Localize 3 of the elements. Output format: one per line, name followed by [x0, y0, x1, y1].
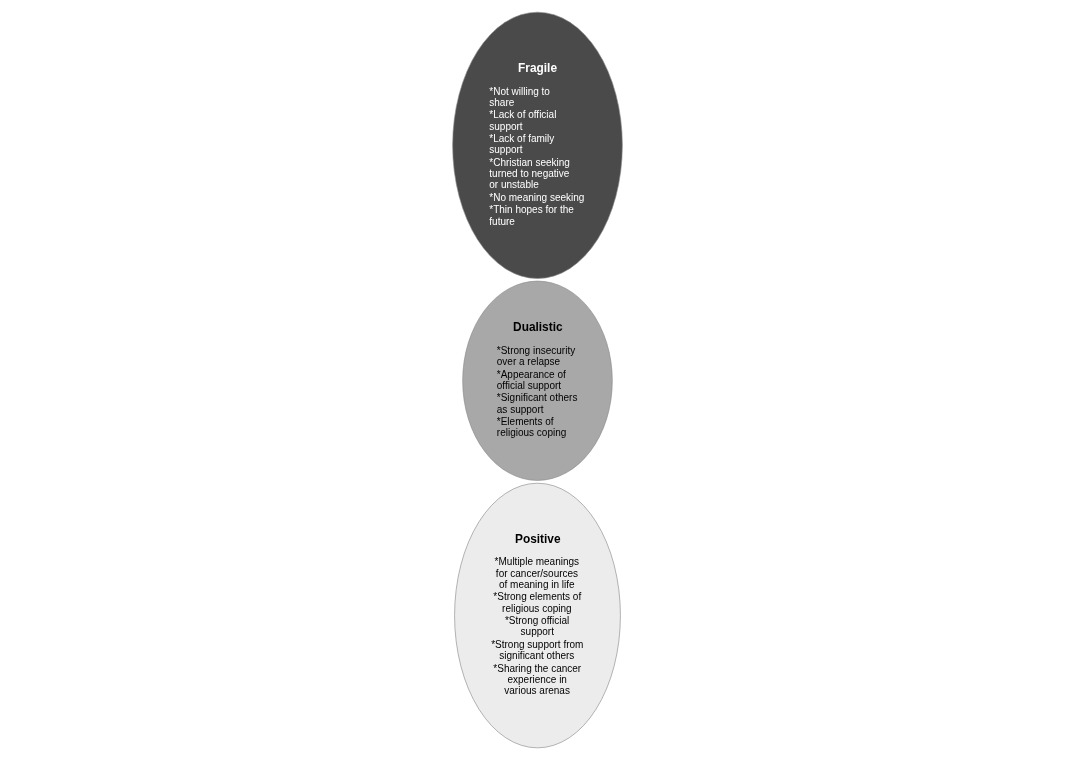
node-ellipse: Positive *Multiple meanings for cancer/sources of meaning in life *Strong elements of religious coping *Strong official support *Strong support from significant others *Sharing the cancer experience in various arenas — [453, 482, 621, 749]
node-ellipse: Fragile *Not willing to share *Lack of official support *Lack of family support *Christian seeking turned to negative or unstable *No meaning seeking *Thin hopes for the future — [451, 11, 623, 279]
node-ellipse: Dualistic *Strong insecurity over a relapse *Appearance of official support *Significant others as support *Elements of religious coping — [461, 280, 613, 481]
